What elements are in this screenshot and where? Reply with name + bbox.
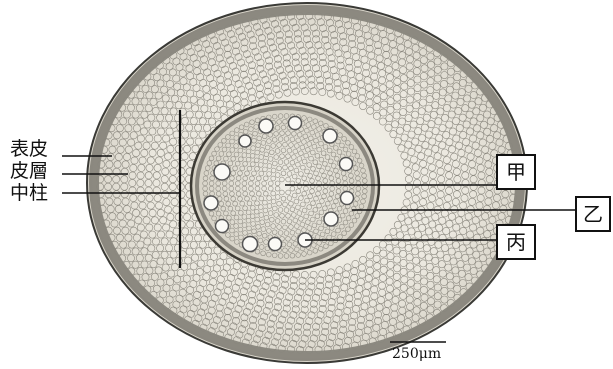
vessel [269,238,282,251]
vessel [243,237,258,252]
label-part-c: 丙 [496,224,536,260]
scale-bar-label: 250μm [392,346,441,362]
vessel [239,135,251,147]
label-part-b: 乙 [575,196,611,232]
vessel [289,117,302,130]
vessel [324,212,338,226]
label-cortex: 皮層 [10,160,48,182]
vessel [341,192,354,205]
stele-region [191,102,379,270]
vessel [340,158,353,171]
label-epidermis: 表皮 [10,138,48,160]
vessel [323,129,337,143]
label-part-a: 甲 [496,154,536,190]
vessel [204,196,218,210]
vessel [214,164,230,180]
label-stele: 中柱 [10,182,48,204]
vessel [259,119,273,133]
vessel [216,220,229,233]
